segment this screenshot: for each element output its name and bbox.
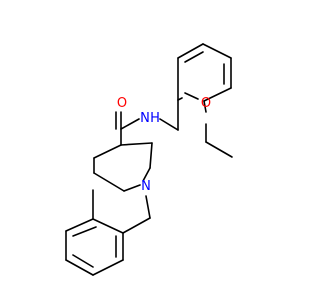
piperidine-bond: [93, 144, 122, 159]
piperidine-nitrogen-label: N: [141, 179, 151, 194]
bond-lines: [65, 43, 233, 276]
upper-ring-bond: [177, 43, 204, 59]
molecule-structure: O N H O N: [65, 43, 233, 276]
ether-bond: [203, 100, 207, 113]
lower-ring-inner-bond: [72, 254, 94, 268]
benzyl-aryl-bond: [122, 217, 151, 234]
amide-hydrogen-label: H: [150, 111, 160, 126]
lower-ring-bond: [65, 259, 94, 276]
amide-nitrogen-label: N: [140, 111, 150, 126]
upper-ring-bond: [203, 87, 232, 102]
amide-bond: [120, 118, 140, 130]
piperidine-bond: [93, 172, 125, 192]
amide-ch2-bond: [159, 118, 179, 131]
lower-ring-inner-bond: [72, 226, 97, 237]
upper-ring-inner-bond: [184, 92, 199, 100]
ether-oxygen-label: O: [201, 96, 211, 111]
lower-ring-bond: [92, 218, 124, 234]
upper-ring-bond: [202, 43, 232, 59]
upper-ring-bond: [177, 97, 183, 101]
ethyl-bond: [205, 141, 233, 158]
lower-ring-bond: [65, 218, 94, 232]
piperidine-bond: [123, 184, 141, 192]
piperidine-bond: [142, 167, 151, 182]
carbonyl-oxygen-label: O: [117, 96, 127, 111]
piperidine-bond: [149, 142, 153, 169]
benzyl-ch2-bond: [145, 195, 151, 219]
upper-ring-inner-bond: [184, 51, 204, 63]
piperidine-bond: [120, 142, 153, 146]
lower-ring-bond: [92, 259, 124, 276]
